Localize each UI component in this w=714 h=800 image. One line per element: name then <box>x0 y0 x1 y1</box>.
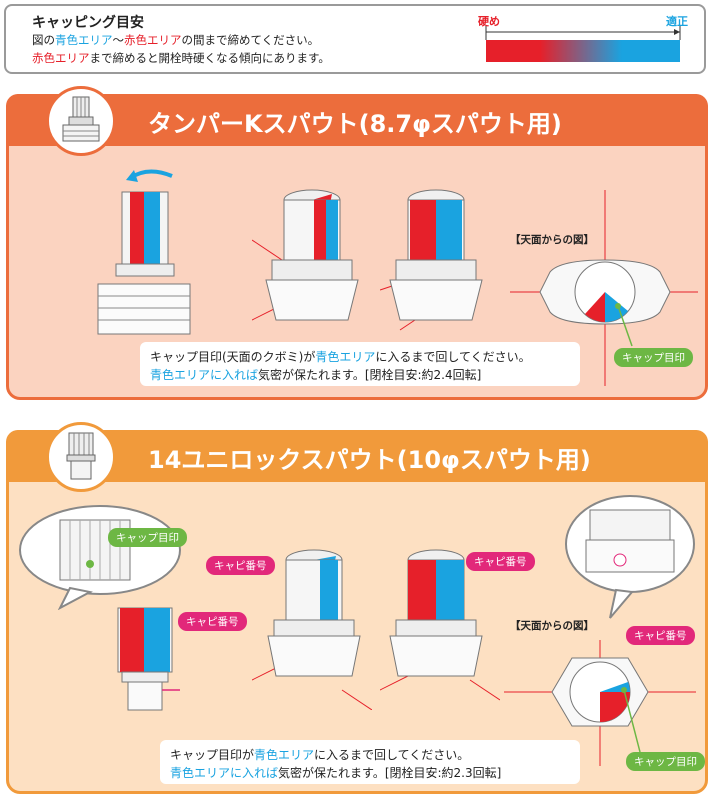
section2-banner <box>6 430 708 482</box>
section2-cap-mark-tag-right: キャップ目印 <box>626 752 705 771</box>
section1-note-line1: キャップ目印(天面のクボミ)が青色エリアに入るまで回してください。 <box>150 348 570 366</box>
section2-cap-perspective-2 <box>380 549 500 701</box>
section2-zoom-bubble-right <box>565 495 695 619</box>
section1-note: キャップ目印(天面のクボミ)が青色エリアに入るまで回してください。 青色エリアに… <box>140 342 580 386</box>
section1-title: タンパーKスパウト(8.7φスパウト用) <box>148 110 562 138</box>
section1-spout-icon <box>46 86 116 156</box>
legend-red-text: 赤色エリア <box>32 51 90 65</box>
legend-red-text: 赤色エリア <box>124 33 182 47</box>
section2-cap-number-tag-right: キャピ番号 <box>626 626 695 645</box>
section2-zoom-bubble <box>19 505 181 610</box>
legend-text: 〜 <box>112 33 125 47</box>
section2-cap-perspective-1 <box>252 549 372 710</box>
section2-spout-icon <box>46 422 116 492</box>
spout-icon <box>62 96 100 142</box>
gradient-bracket <box>485 26 681 40</box>
note-text: 気密が保たれます。[閉栓目安:約2.3回転] <box>278 766 502 780</box>
note-blue-text: 青色エリアに入れば <box>170 766 279 780</box>
note-blue-text: 青色エリア <box>315 350 376 364</box>
legend-line-2: 赤色エリアまで締めると開栓時硬くなる傾向にあります。 <box>32 50 330 66</box>
spout-icon <box>66 432 96 480</box>
section2-note-line2: 青色エリアに入れば気密が保たれます。[閉栓目安:約2.3回転] <box>170 764 570 782</box>
legend-text: 図の <box>32 33 55 47</box>
section1-cap-mark-tag: キャップ目印 <box>614 348 693 367</box>
legend-title: キャッピング目安 <box>32 15 144 31</box>
section1-cap-side-view <box>97 169 191 335</box>
note-blue-text: 青色エリアに入れば <box>150 368 259 382</box>
legend-box <box>4 4 706 74</box>
note-text: キャップ目印が <box>170 748 255 762</box>
section1-banner <box>6 94 708 146</box>
section2-cap-number-tag-mid1: キャピ番号 <box>206 556 275 575</box>
legend-blue-text: 青色エリア <box>55 33 113 47</box>
note-blue-text: 青色エリア <box>254 748 315 762</box>
section1-top-view <box>510 190 698 386</box>
legend-text: まで締めると開栓時硬くなる傾向にあります。 <box>89 51 330 65</box>
section2-top-view <box>504 640 696 766</box>
section2-top-view-label: 【天面からの図】 <box>510 620 594 632</box>
note-text: に入るまで回してください。 <box>314 748 470 762</box>
section2-note: キャップ目印が青色エリアに入るまで回してください。 青色エリアに入れば気密が保た… <box>160 740 580 784</box>
note-text: に入るまで回してください。 <box>375 350 531 364</box>
gradient-label-hard: 硬め <box>478 15 500 28</box>
section2-cap-number-tag-left: キャピ番号 <box>178 612 247 631</box>
gradient-bar <box>486 40 680 62</box>
section1-cap-perspective-1 <box>252 189 359 321</box>
section2-cap-side-view <box>117 607 180 711</box>
note-text: キャップ目印(天面のクボミ)が <box>150 350 316 364</box>
section2-cap-number-tag-mid2: キャピ番号 <box>466 552 535 571</box>
section2-title: 14ユニロックスパウト(10φスパウト用) <box>148 446 591 474</box>
legend-text: の間まで締めてください。 <box>181 33 320 47</box>
section1-cap-perspective-2 <box>380 189 483 331</box>
gradient-label-ok: 適正 <box>666 15 688 28</box>
section2-cap-mark-tag-left: キャップ目印 <box>108 528 187 547</box>
section1-top-view-label: 【天面からの図】 <box>510 234 594 246</box>
note-text: 気密が保たれます。[閉栓目安:約2.4回転] <box>258 368 482 382</box>
legend-line-1: 図の青色エリア〜赤色エリアの間まで締めてください。 <box>32 32 319 48</box>
section2-note-line1: キャップ目印が青色エリアに入るまで回してください。 <box>170 746 570 764</box>
section1-note-line2: 青色エリアに入れば気密が保たれます。[閉栓目安:約2.4回転] <box>150 366 570 384</box>
